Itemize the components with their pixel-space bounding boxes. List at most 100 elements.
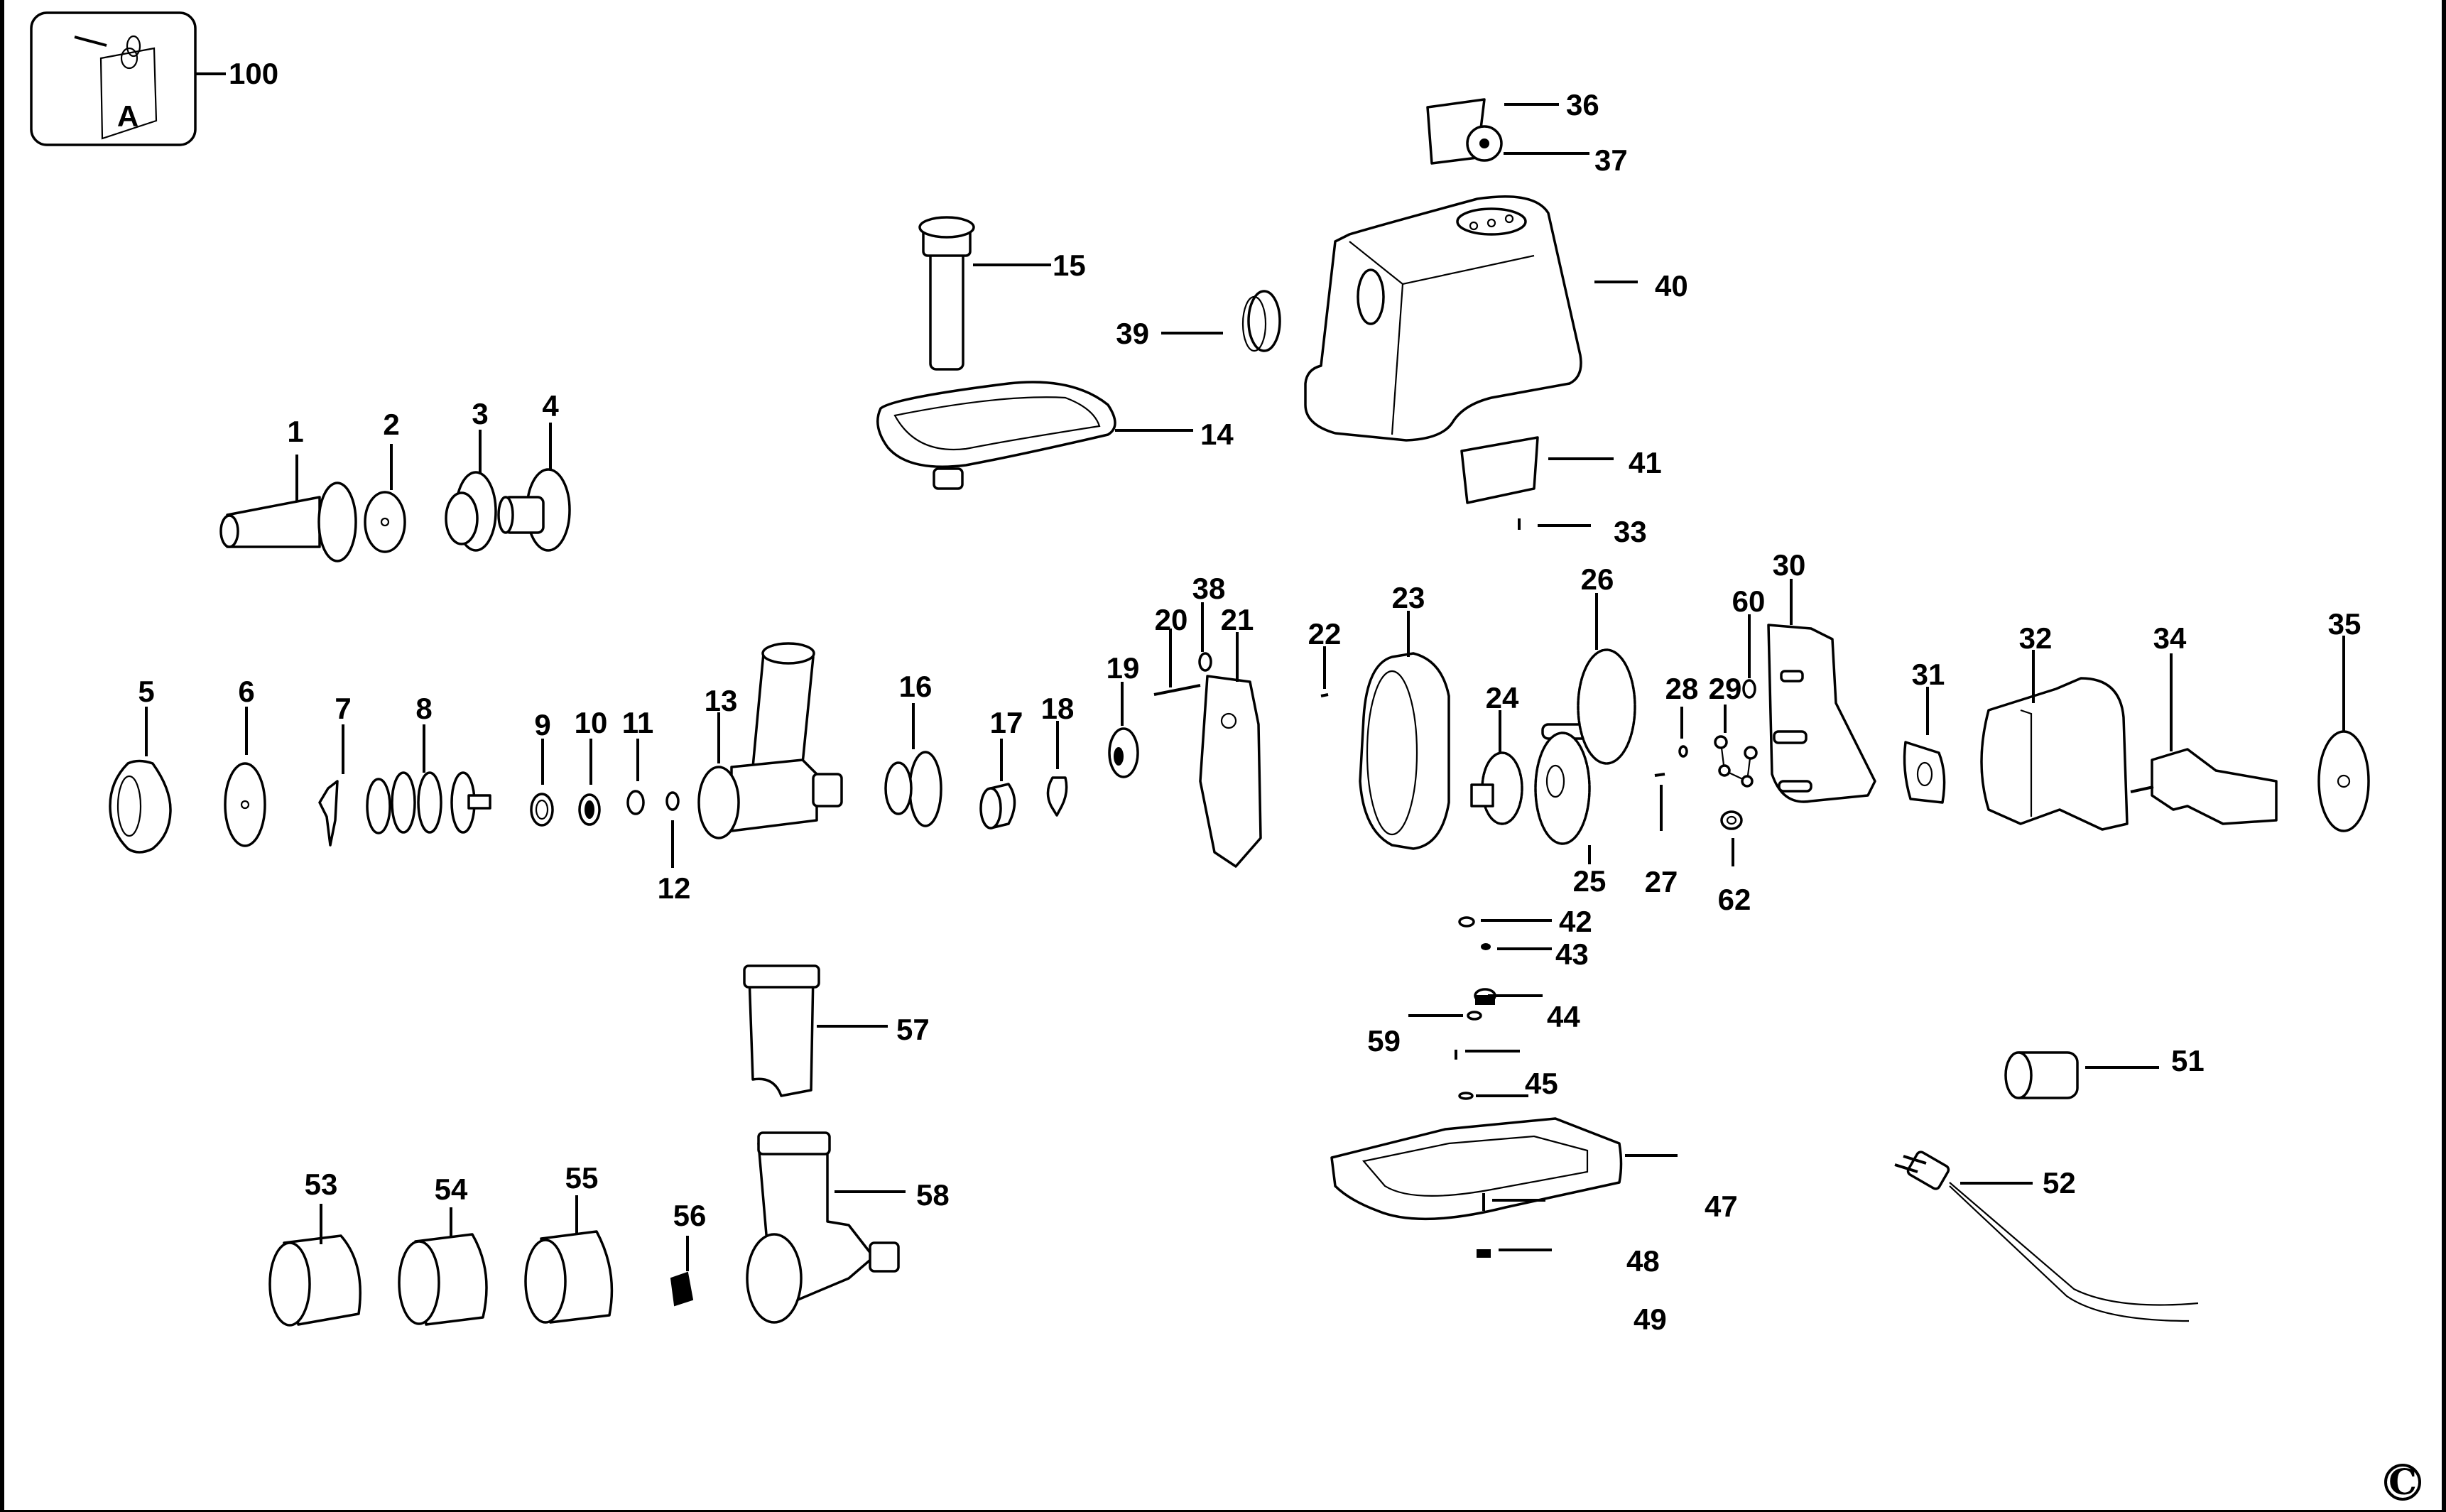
pin-icon <box>74 36 107 47</box>
callout-7: 7 <box>335 692 351 725</box>
part-47-base: 47 <box>1330 1117 1738 1223</box>
callout-62: 62 <box>1718 883 1751 916</box>
callout-16: 16 <box>899 670 933 703</box>
callout-24: 24 <box>1486 681 1519 714</box>
part-48-screw: 48 <box>1482 1193 1660 1278</box>
callout-32: 32 <box>2019 621 2053 655</box>
callout-26: 26 <box>1581 562 1614 596</box>
part-8-worm: 8 <box>366 692 491 834</box>
callout-18: 18 <box>1041 692 1075 725</box>
callout-100: 100 <box>229 57 278 90</box>
copyright-letter: C <box>2388 1461 2417 1503</box>
part-21-plate: 21 <box>1199 603 1262 868</box>
part-31-plate: 31 <box>1903 658 1946 804</box>
part-10-bushing: 10 <box>575 706 607 826</box>
callout-41: 41 <box>1629 446 1662 479</box>
part-16-coupler: 16 <box>884 670 942 827</box>
manual-letter: A <box>117 99 138 133</box>
callout-29: 29 <box>1709 672 1742 705</box>
part-2-disc: 2 <box>364 408 406 553</box>
callout-5: 5 <box>138 675 154 708</box>
callout-38: 38 <box>1192 572 1226 605</box>
part-35-fan: 35 <box>2317 607 2370 832</box>
callout-3: 3 <box>472 397 488 430</box>
part-28-nut: 28 <box>1665 672 1699 758</box>
part-40-housing: 40 <box>1304 195 1688 442</box>
part-17-sleeve: 17 <box>979 706 1023 830</box>
part-49-foot: 49 <box>1477 1249 1667 1336</box>
part-19-bearing: 19 <box>1107 651 1140 778</box>
callout-21: 21 <box>1221 603 1254 636</box>
callout-2: 2 <box>383 408 399 441</box>
callout-43: 43 <box>1555 937 1589 971</box>
border-left <box>0 0 4 1512</box>
callout-11: 11 <box>622 706 653 739</box>
part-33-screw: 33 <box>1518 515 1647 548</box>
part-43-nut: 43 <box>1481 937 1589 971</box>
callout-52: 52 <box>2043 1166 2076 1200</box>
callout-30: 30 <box>1773 548 1806 582</box>
callout-34: 34 <box>2153 621 2187 655</box>
callout-39: 39 <box>1116 317 1149 350</box>
callout-1: 1 <box>287 415 303 448</box>
part-100-manual: A 100 <box>30 11 278 146</box>
part-14-tray: 14 <box>876 381 1234 490</box>
part-52-cord: 52 <box>1894 1151 2199 1322</box>
part-36-37: 36 37 <box>1426 88 1628 177</box>
manual-box <box>30 11 197 146</box>
part-20-screw: 20 <box>1153 603 1201 696</box>
part-44-foot: 44 <box>1474 988 1580 1033</box>
callout-23: 23 <box>1392 581 1425 614</box>
callout-19: 19 <box>1107 651 1140 685</box>
manual-page-icon <box>99 47 158 140</box>
callout-13: 13 <box>705 684 738 717</box>
part-56-gear: 56 <box>670 1199 707 1307</box>
callout-42: 42 <box>1559 905 1592 938</box>
callout-49: 49 <box>1634 1302 1667 1336</box>
part-29-bracket: 29 <box>1709 672 1758 788</box>
part-1-nozzle: 1 <box>219 415 357 562</box>
callout-20: 20 <box>1155 603 1188 636</box>
callout-57: 57 <box>896 1013 930 1046</box>
callout-35: 35 <box>2328 607 2361 641</box>
callout-56: 56 <box>673 1199 707 1232</box>
part-4-adapter: 4 <box>497 389 571 552</box>
part-12-o-ring: 12 <box>658 791 691 905</box>
part-11-washer: 11 <box>622 706 653 815</box>
callout-4: 4 <box>542 389 559 423</box>
part-55-drum: 55 <box>524 1161 614 1324</box>
copyright-mark: C <box>2384 1461 2421 1503</box>
callout-22: 22 <box>1308 617 1342 651</box>
part-42-washer: 42 <box>1458 905 1592 938</box>
part-57-pusher: 57 <box>743 964 930 1097</box>
callout-37: 37 <box>1594 143 1628 177</box>
part-24-gear: 24 <box>1470 681 1523 825</box>
part-45-screw: 45 <box>1455 1050 1558 1100</box>
part-6-plate: 6 <box>224 675 266 847</box>
part-3-ring: 3 <box>445 397 497 552</box>
part-18-key: 18 <box>1041 692 1075 817</box>
callout-45: 45 <box>1525 1067 1558 1100</box>
callout-12: 12 <box>658 871 691 905</box>
part-13-head: 13 <box>697 642 843 839</box>
callout-33: 33 <box>1614 515 1647 548</box>
part-25-gear: 25 <box>1534 731 1606 898</box>
callout-8: 8 <box>415 692 432 725</box>
part-39-ring: 39 <box>1116 290 1281 352</box>
callout-9: 9 <box>534 708 550 741</box>
part-23-gearbox: 23 <box>1359 581 1450 850</box>
border-bottom <box>0 1510 2446 1512</box>
callout-14: 14 <box>1200 418 1234 451</box>
part-22-screw: 22 <box>1308 617 1342 697</box>
callout-6: 6 <box>238 675 254 708</box>
callout-17: 17 <box>990 706 1023 739</box>
callout-40: 40 <box>1655 269 1688 303</box>
callout-44: 44 <box>1547 1000 1580 1033</box>
callout-28: 28 <box>1665 672 1699 705</box>
callout-51: 51 <box>2171 1044 2205 1077</box>
part-38-washer: 38 <box>1192 572 1226 672</box>
callout-48: 48 <box>1626 1244 1660 1278</box>
callout-58: 58 <box>916 1178 950 1212</box>
part-27-screw: 27 <box>1645 773 1678 898</box>
